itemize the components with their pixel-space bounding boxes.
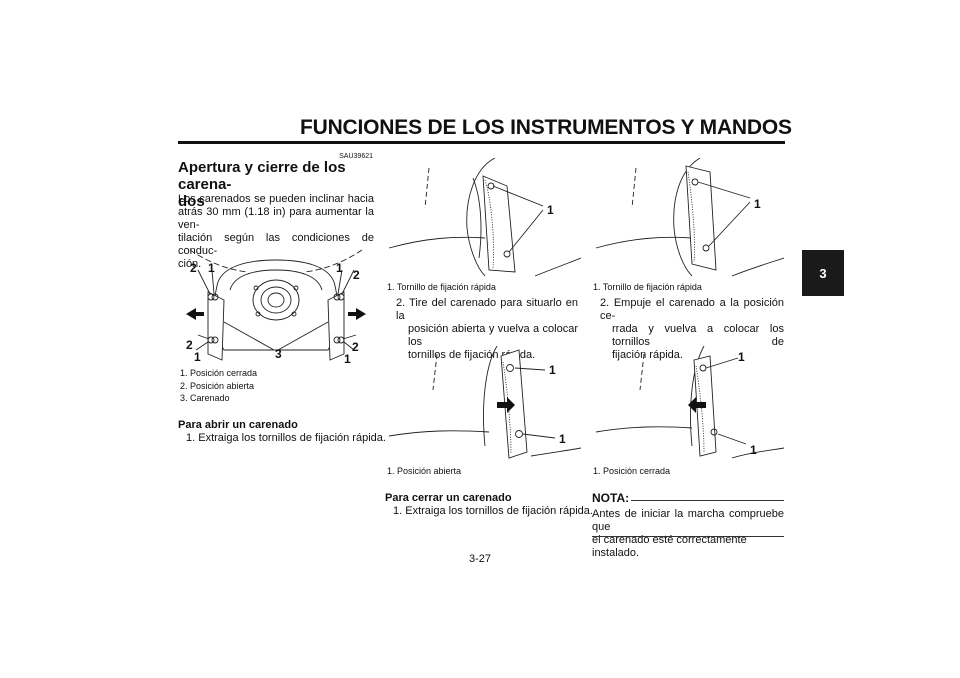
fig1-label-2: 2 bbox=[190, 261, 197, 275]
caption-line: 1. Posición cerrada bbox=[180, 368, 258, 378]
intro-line: atrás 30 mm (1.18 in) para aumentar la v… bbox=[178, 206, 374, 231]
fig5-label-1: 1 bbox=[738, 350, 745, 364]
step-line: posición abierta y vuelva a colocar los bbox=[408, 323, 578, 348]
figure-open-position: 1 1 bbox=[388, 346, 581, 459]
step-line: 2. Tire del carenado para situarlo en la bbox=[396, 297, 578, 322]
section-title-line-1: Apertura y cierre de los carena- bbox=[178, 159, 346, 193]
intro-paragraph: Los carenados se pueden inclinar hacia a… bbox=[178, 193, 374, 271]
step-line: fijación rápida. bbox=[612, 349, 683, 361]
fig1-label-1: 1 bbox=[344, 352, 351, 366]
caption-line: 2. Posición abierta bbox=[180, 380, 255, 391]
figure4-caption: 1. Tornillo de fijación rápida bbox=[593, 282, 702, 292]
header-rule bbox=[178, 141, 785, 144]
fig1-label-2: 2 bbox=[352, 340, 359, 354]
close-heading: Para cerrar un carenado bbox=[385, 492, 512, 504]
note-line: Antes de iniciar la marcha compruebe que bbox=[592, 508, 784, 533]
step-line: rrada y vuelva a colocar los tornillos d… bbox=[612, 323, 784, 348]
figure2-caption: 1. Tornillo de fijación rápida bbox=[387, 282, 496, 292]
fig1-label-2: 2 bbox=[353, 268, 360, 282]
open-heading: Para abrir un carenado bbox=[178, 419, 298, 431]
intro-line: tilación según las condiciones de conduc… bbox=[178, 232, 374, 257]
note-line: el carenado esté correctamente instalado… bbox=[592, 534, 747, 559]
close-step-2: 2. Empuje el carenado a la posición ce- … bbox=[600, 297, 784, 362]
page-number: 3-27 bbox=[468, 553, 492, 565]
note-label: NOTA: bbox=[592, 491, 630, 505]
close-step-1: 1. Extraiga los tornillos de fijación rá… bbox=[393, 505, 593, 517]
intro-line: Los carenados se pueden inclinar hacia bbox=[178, 193, 374, 205]
caption-line: 3. Carenado bbox=[180, 393, 230, 403]
fig1-label-2: 2 bbox=[186, 338, 193, 352]
figure1-captions: 1. Posición cerrada 2. Posición abierta … bbox=[180, 367, 257, 405]
fig2-label-1: 1 bbox=[547, 203, 554, 217]
note-rule-top bbox=[631, 500, 784, 501]
fig1-label-1: 1 bbox=[194, 350, 201, 364]
fig1-label-1: 1 bbox=[336, 261, 343, 275]
intro-line: ción. bbox=[178, 258, 202, 270]
page-header-title: FUNCIONES DE LOS INSTRUMENTOS Y MANDOS bbox=[300, 116, 792, 139]
section-title-line-2: dos bbox=[178, 193, 205, 210]
open-step-1: 1. Extraiga los tornillos de fijación rá… bbox=[186, 432, 386, 444]
step-line: 2. Empuje el carenado a la posición ce- bbox=[600, 297, 784, 322]
fig1-label-3: 3 bbox=[275, 347, 282, 361]
note-rule-bottom bbox=[592, 536, 784, 537]
figure-closed-position: 1 1 bbox=[595, 346, 784, 459]
note-text: Antes de iniciar la marcha compruebe que… bbox=[592, 508, 784, 560]
section-code: SAU39621 bbox=[339, 153, 373, 160]
figure-quick-fastener-screws: 1 bbox=[388, 158, 581, 277]
figure-fairings-top-view: 2 1 1 2 2 1 3 2 1 bbox=[186, 249, 366, 366]
figure-quick-fastener-screws-2: 1 bbox=[595, 158, 784, 277]
fig5-label-1: 1 bbox=[750, 443, 757, 457]
section-title: Apertura y cierre de los carena- dos bbox=[178, 159, 378, 210]
fig3-label-1: 1 bbox=[549, 363, 556, 377]
figure3-caption: 1. Posición abierta bbox=[387, 466, 462, 476]
fig1-label-1: 1 bbox=[208, 261, 215, 275]
fig4-label-1: 1 bbox=[754, 197, 761, 211]
figure5-caption: 1. Posición cerrada bbox=[593, 466, 671, 476]
chapter-tab: 3 bbox=[802, 250, 844, 296]
fig3-label-1: 1 bbox=[559, 432, 566, 446]
